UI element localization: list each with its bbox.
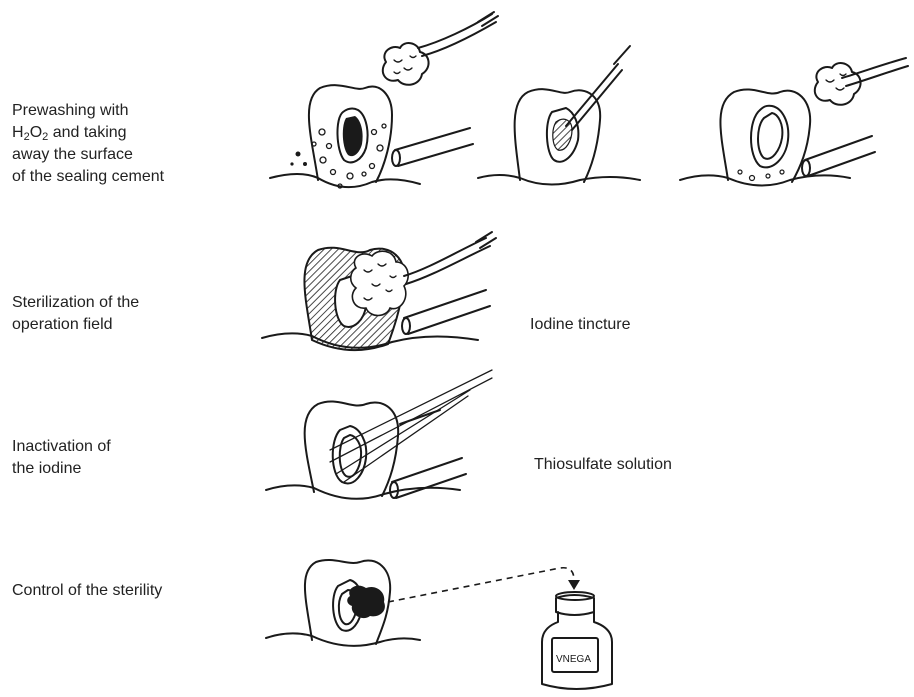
sample-transfer-arrow (388, 568, 574, 602)
bottle-label-text: VNEGA (556, 654, 591, 665)
tooth-sterilization (262, 232, 496, 350)
tooth-prewash-2 (478, 46, 640, 185)
tooth-prewash-3 (680, 58, 908, 186)
tooth-sterility-control (266, 560, 580, 646)
sample-spot (347, 586, 385, 619)
arrow-head-icon (568, 580, 580, 590)
culture-bottle-icon: VNEGA (542, 592, 612, 689)
tooth-prewash-1 (270, 12, 498, 188)
tooth-inactivation (266, 370, 492, 499)
